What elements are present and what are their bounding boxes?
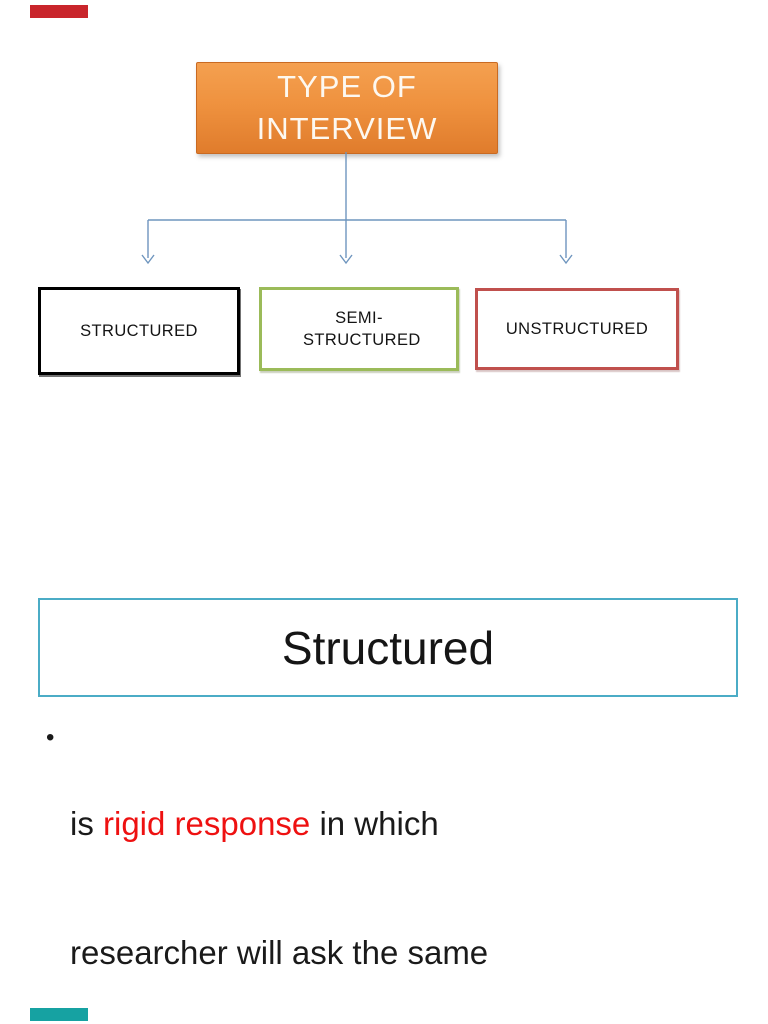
bullet-item-1: • is rigid response in which researcher … (38, 716, 738, 1024)
highlighted-phrase: rigid response (103, 805, 311, 842)
node-semi-structured-label: SEMI-STRUCTURED (303, 309, 421, 349)
header-box: TYPE OF INTERVIEW (196, 62, 498, 154)
header-title: TYPE OF INTERVIEW (256, 69, 438, 146)
bullet-1-text: is rigid response in which researcher wi… (70, 716, 602, 1024)
bullet-list: • is rigid response in which researcher … (38, 716, 738, 1024)
section-title: Structured (281, 621, 495, 674)
connector-arrows (141, 152, 573, 265)
node-structured: STRUCTURED (38, 287, 240, 375)
node-unstructured-label: UNSTRUCTURED (505, 319, 649, 338)
arrowhead-right-icon (559, 254, 573, 265)
page-edge-marker-top (30, 5, 88, 18)
bullet-marker: • (46, 724, 55, 751)
bullet-1-line-2: researcher will ask the same (70, 934, 489, 971)
page-edge-marker-bottom (30, 1008, 88, 1021)
section-title-box: Structured (38, 598, 738, 697)
arrowhead-center-icon (339, 254, 353, 265)
bullet-1-line-1: is rigid response in which (70, 805, 439, 842)
node-semi-structured: SEMI-STRUCTURED (259, 287, 459, 371)
node-unstructured: UNSTRUCTURED (475, 288, 679, 370)
arrowhead-left-icon (141, 254, 155, 265)
node-structured-label: STRUCTURED (80, 321, 198, 340)
